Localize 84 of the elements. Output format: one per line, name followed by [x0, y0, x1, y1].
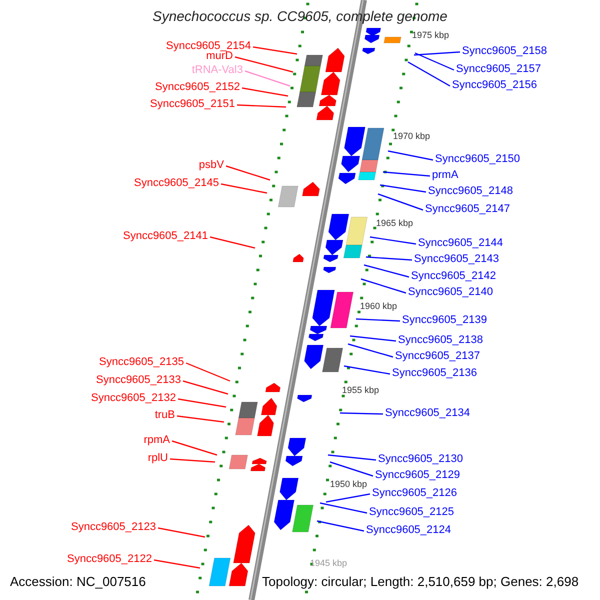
leader-line — [328, 454, 376, 461]
gene-label: Syncc9605_2130 — [378, 453, 464, 466]
title: Synechococcus sp. CC9605, complete genome — [152, 10, 448, 23]
leader-line — [414, 52, 454, 71]
leader-line — [364, 264, 410, 278]
leader-line — [172, 440, 218, 456]
scale-label: 1970 kbp — [393, 131, 430, 141]
gene-label: Syncc9605_2141 — [122, 230, 208, 243]
gene-label: Syncc9605_2140 — [408, 286, 494, 299]
gene-label: tRNA-Val3 — [192, 64, 243, 77]
leader-line — [356, 318, 400, 322]
gene-label: Syncc9605_2129 — [375, 469, 460, 482]
leader-line — [348, 343, 394, 358]
leader-line — [330, 461, 374, 477]
gene-label: Syncc9605_2151 — [150, 98, 235, 111]
leader-line — [326, 493, 370, 503]
leader-line — [316, 520, 364, 532]
scale-label: 1965 kbp — [376, 218, 414, 228]
leader-line — [186, 362, 230, 382]
scale-label: 1945 kbp — [310, 558, 348, 568]
leader-line — [210, 236, 256, 249]
gene-label: Syncc9605_2145 — [134, 177, 219, 190]
scale-label: 1955 kbp — [342, 385, 380, 395]
gene-label: Syncc9605_2158 — [462, 45, 548, 58]
gene-label: Syncc9605_2152 — [154, 81, 240, 94]
gene-label: Syncc9605_2156 — [452, 79, 538, 92]
scale-label: 1975 kbp — [412, 30, 450, 40]
genome-stats-label: Topology: circular; Length: 2,510,659 bp; Genes: 2,698 — [262, 575, 579, 588]
leader-line — [226, 165, 270, 181]
gene-label: Syncc9605_2125 — [369, 506, 454, 519]
leader-line — [242, 87, 288, 97]
gene-label: Syncc9605_2138 — [398, 334, 484, 347]
gene-label: murD — [206, 50, 233, 63]
leader-line — [178, 398, 226, 408]
leader-line — [380, 184, 426, 193]
scale-label: 1960 kbp — [360, 301, 398, 311]
leader-line — [408, 61, 450, 87]
gene-label: truB — [154, 409, 175, 422]
leader-line — [244, 70, 290, 87]
leader-line — [388, 150, 434, 161]
leader-line — [170, 458, 216, 463]
leader-line — [176, 415, 224, 423]
leader-line — [220, 183, 268, 194]
leader-line — [366, 256, 412, 261]
accession-label: Accession: NC_007516 — [10, 575, 146, 588]
gene-label: Syncc9605_2126 — [372, 487, 458, 500]
scale-label: 1950 kbp — [330, 479, 368, 489]
leader-line — [158, 527, 206, 538]
gene-label: Syncc9605_2134 — [385, 407, 470, 420]
gene-label: Syncc9605_2133 — [96, 374, 181, 387]
leader-line — [382, 171, 430, 177]
leader-line — [236, 104, 286, 108]
leader-line — [378, 193, 424, 211]
gene-label: rplU — [148, 452, 168, 465]
leader-line — [360, 278, 406, 294]
gene-label: Syncc9605_2143 — [414, 253, 500, 266]
leader-line — [252, 46, 298, 55]
gene-label: Syncc9605_2124 — [366, 524, 452, 537]
leader-line — [182, 380, 228, 395]
leader-line — [320, 502, 368, 514]
gene-label: Syncc9605_2147 — [425, 203, 510, 216]
gene-label: psbV — [198, 159, 224, 172]
gene-label: prmA — [432, 169, 458, 182]
gene-label: Syncc9605_2154 — [166, 40, 251, 53]
leader-line — [350, 335, 396, 342]
gene-label: Syncc9605_2157 — [456, 63, 542, 76]
gene-label: Syncc9605_2148 — [428, 185, 514, 198]
gene-label: Syncc9605_2144 — [418, 237, 504, 250]
gene-label: Syncc9605_2142 — [411, 270, 496, 283]
gene-label: Syncc9605_2132 — [90, 392, 176, 405]
leader-line — [344, 365, 390, 375]
gene-label: Syncc9605_2150 — [435, 153, 520, 166]
gene-label: Syncc9605_2135 — [98, 356, 184, 369]
gene-label: Syncc9605_2139 — [402, 314, 488, 327]
gene-label: rpmA — [144, 434, 170, 447]
leader-line — [234, 56, 294, 73]
gene-label: Syncc9605_2136 — [392, 367, 478, 380]
gene-label: Syncc9605_2137 — [395, 350, 480, 363]
leader-line — [340, 412, 384, 415]
gene-label: Syncc9605_2123 — [70, 521, 156, 534]
gene-label: Syncc9605_2122 — [66, 553, 152, 566]
leader-line — [370, 236, 416, 245]
leader-line — [414, 51, 460, 56]
leader-line — [154, 559, 200, 569]
